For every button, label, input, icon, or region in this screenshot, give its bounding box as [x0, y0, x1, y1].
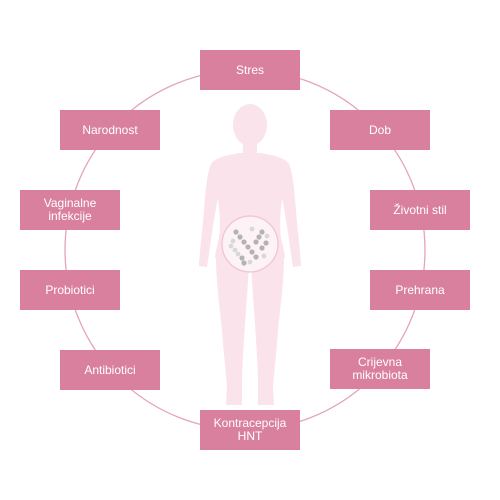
factor-vaginalne-infekcije: Vaginalne infekcije — [20, 190, 120, 230]
factor-dob: Dob — [330, 110, 430, 150]
factor-crijevna-mikrobiota: Crijevna mikrobiota — [330, 349, 430, 389]
factor-stres: Stres — [200, 50, 300, 90]
factor-prehrana: Prehrana — [370, 270, 470, 310]
factor-probiotici: Probiotici — [20, 270, 120, 310]
factor-kontracepcija-hnt: Kontracepcija HNT — [200, 410, 300, 450]
factor-zivotni-stil: Životni stil — [370, 190, 470, 230]
bacteria-cluster-icon — [221, 215, 279, 273]
factor-antibiotici: Antibiotici — [60, 350, 160, 390]
factor-narodnost: Narodnost — [60, 110, 160, 150]
